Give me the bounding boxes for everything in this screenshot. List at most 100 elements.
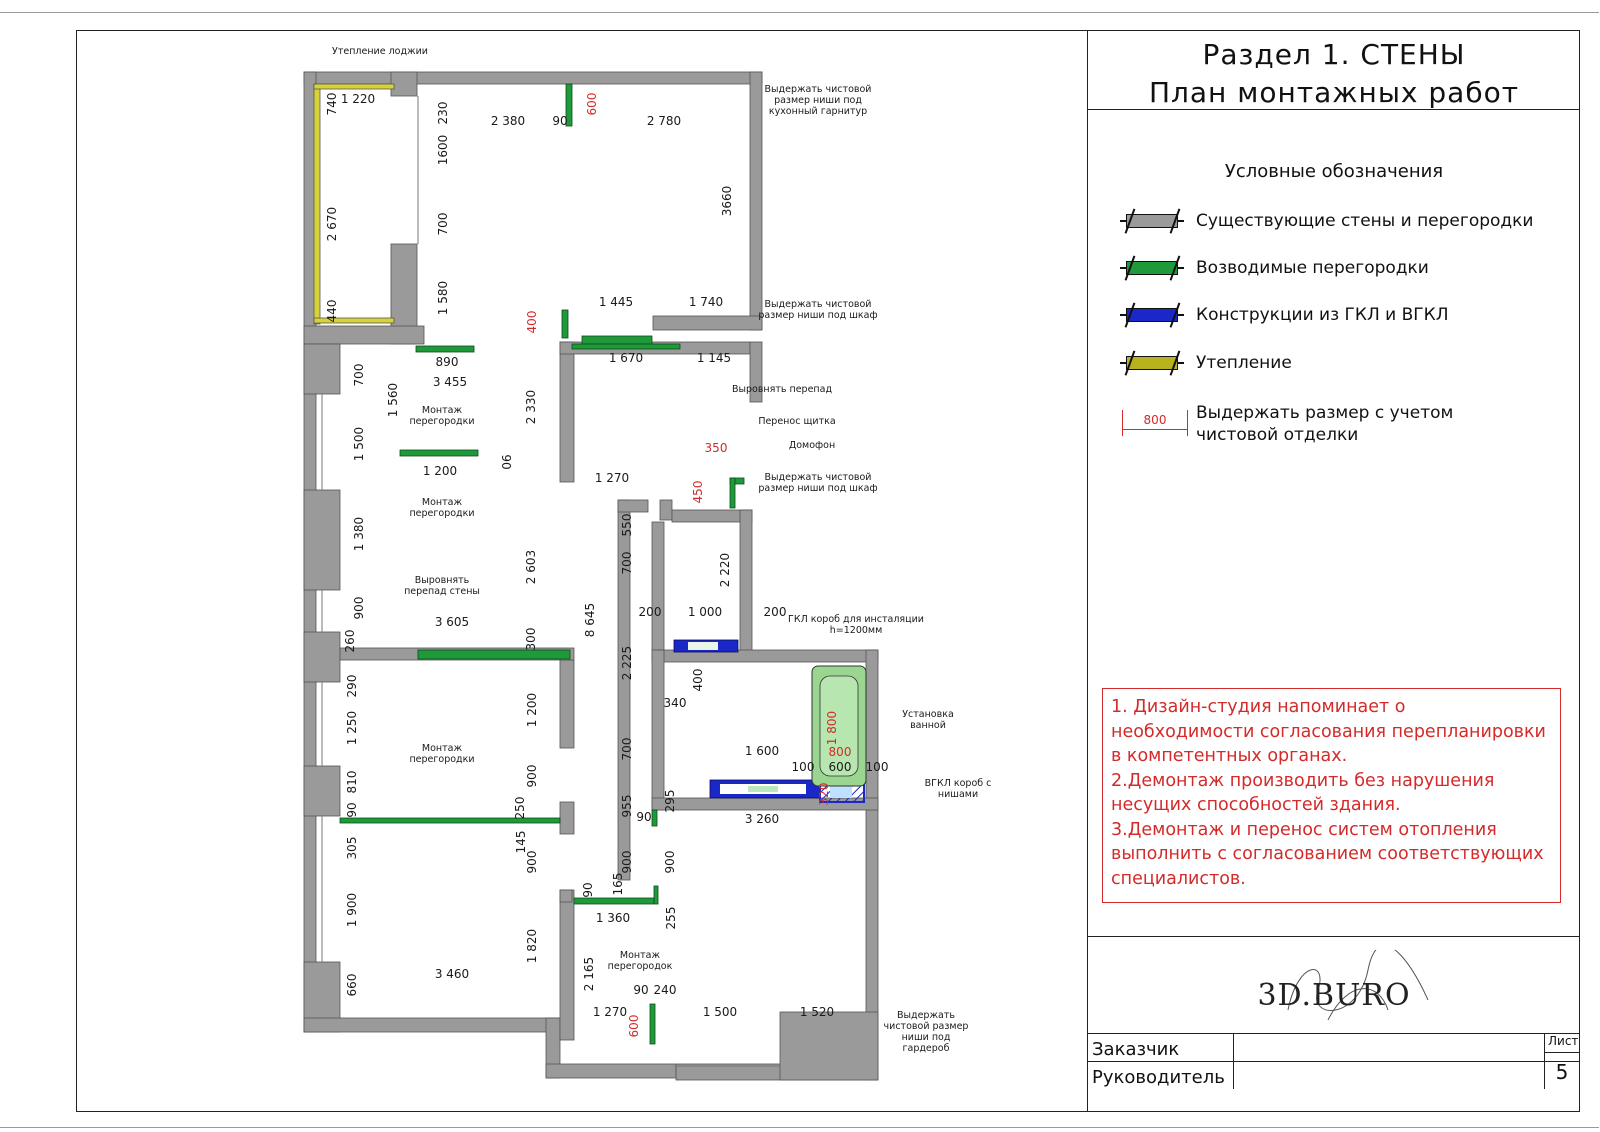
dimension-label: 3 260 bbox=[745, 812, 779, 826]
sheet-title-line1: Раздел 1. СТЕНЫ bbox=[1202, 38, 1466, 71]
dimension-label: 600 bbox=[829, 760, 852, 774]
dimension-label: 100 bbox=[866, 760, 889, 774]
dimension-label: 1 900 bbox=[345, 893, 359, 927]
callout-note: Выровнять перепад bbox=[732, 384, 833, 395]
dimension-label: 3 460 bbox=[435, 967, 469, 981]
dimension-label: 1 600 bbox=[745, 744, 779, 758]
legend-item-existing-walls: Существующие стены и перегородки bbox=[1120, 206, 1534, 236]
dimension-label: 165 bbox=[611, 873, 625, 896]
dimension-label: 2 380 bbox=[491, 114, 525, 128]
dimension-label: 3 455 bbox=[433, 375, 467, 389]
insulation bbox=[313, 83, 395, 325]
dimension-label: 1 800 bbox=[825, 711, 839, 745]
red-dimension-value: 800 bbox=[1143, 413, 1167, 427]
dimension-label: 295 bbox=[663, 790, 677, 813]
dimension-label: 1 200 bbox=[525, 693, 539, 727]
stamp-row-manager: Руководитель bbox=[1088, 1061, 1580, 1089]
sheet-divider bbox=[1544, 1052, 1580, 1053]
dimension-label: 90 bbox=[636, 810, 651, 824]
dimension-label: 200 bbox=[639, 605, 662, 619]
legend-label: Конструкции из ГКЛ и ВГКЛ bbox=[1196, 305, 1449, 325]
note-3: 3.Демонтаж и перенос систем отопления вы… bbox=[1111, 819, 1544, 889]
legend-label: Утепление bbox=[1196, 353, 1292, 373]
customer-label: Заказчик bbox=[1092, 1039, 1180, 1060]
dimension-label: 2 670 bbox=[325, 207, 339, 241]
dimension-label: 450 bbox=[691, 481, 705, 504]
stamp-divider bbox=[1544, 1033, 1545, 1089]
dimension-label: 1 360 bbox=[596, 911, 630, 925]
legend-label: Возводимые перегородки bbox=[1196, 258, 1429, 278]
dimension-label: 1 520 bbox=[800, 1005, 834, 1019]
studio-logo: 3D.BURO bbox=[1257, 978, 1411, 1013]
dimension-label: 900 bbox=[525, 765, 539, 788]
dimension-label: 1 250 bbox=[345, 711, 359, 745]
insulation-swatch bbox=[1120, 348, 1184, 378]
dimension-label: 1 380 bbox=[352, 517, 366, 551]
dimension-label: 1600 bbox=[436, 135, 450, 166]
dimension-label: 90 bbox=[345, 802, 359, 817]
dimension-label: 255 bbox=[664, 907, 678, 930]
dimension-label: 1 670 bbox=[609, 351, 643, 365]
dimension-label: 100 bbox=[792, 760, 815, 774]
note-2: 2.Демонтаж производить без нарушения нес… bbox=[1111, 770, 1495, 816]
dimension-label: 1 500 bbox=[703, 1005, 737, 1019]
dimension-label: 300 bbox=[524, 628, 538, 651]
stamp-row-customer: Заказчик bbox=[1088, 1033, 1580, 1061]
callout-note: Утепление лоджии bbox=[332, 46, 428, 57]
dimension-label: 2 220 bbox=[718, 553, 732, 587]
stamp-divider bbox=[1233, 1033, 1234, 1089]
legend-heading: Условные обозначения bbox=[1224, 161, 1444, 182]
new-partitions-swatch bbox=[1120, 253, 1184, 283]
notes-box: 1. Дизайн-студия напоминает о необходимо… bbox=[1102, 688, 1561, 903]
sheet-frame bbox=[0, 12, 1599, 1128]
callout-note: Перенос щитка bbox=[758, 416, 835, 427]
dimension-label: 700 bbox=[620, 738, 634, 761]
dimension-label: 900 bbox=[352, 597, 366, 620]
sheet-number: 5 bbox=[1555, 1060, 1569, 1084]
dimension-label: 740 bbox=[325, 93, 339, 116]
dimension-label: 250 bbox=[513, 797, 527, 820]
sheet-title: Раздел 1. СТЕНЫ План монтажных работ bbox=[1088, 36, 1580, 112]
title-divider bbox=[1088, 109, 1580, 110]
dimension-label: 600 bbox=[627, 1015, 641, 1038]
red-dimension-swatch: 800 bbox=[1120, 408, 1190, 438]
dimension-label: 600 bbox=[585, 93, 599, 116]
dimension-label: 1 740 bbox=[689, 295, 723, 309]
dimension-label: 890 bbox=[436, 355, 459, 369]
signature-scribble bbox=[1287, 950, 1429, 1021]
existing-walls bbox=[303, 71, 879, 1081]
dimension-label: 700 bbox=[620, 552, 634, 575]
dimension-label: 800 bbox=[829, 745, 852, 759]
dimension-label: 305 bbox=[345, 837, 359, 860]
dimension-label: 1 145 bbox=[697, 351, 731, 365]
dimension-label: 1 000 bbox=[688, 605, 722, 619]
dimension-label: 2 330 bbox=[524, 390, 538, 424]
legend-label: Существующие стены и перегородки bbox=[1196, 211, 1534, 231]
dimension-label: 3 605 bbox=[435, 615, 469, 629]
dimension-label: 2 225 bbox=[620, 646, 634, 680]
dimension-label: 440 bbox=[325, 300, 339, 323]
dimension-label: 2 780 bbox=[647, 114, 681, 128]
dimension-label: 1 820 bbox=[525, 929, 539, 963]
dimension-label: 340 bbox=[664, 696, 687, 710]
legend-label: Выдержать размер с учетом чистовой отдел… bbox=[1196, 403, 1454, 445]
dimension-label: 1 445 bbox=[599, 295, 633, 309]
dimension-label: 230 bbox=[436, 102, 450, 125]
dimension-label: 290 bbox=[345, 675, 359, 698]
dimension-label: 1 220 bbox=[341, 92, 375, 106]
dimension-label: 8 645 bbox=[583, 603, 597, 637]
dimension-label: 2 165 bbox=[582, 957, 596, 991]
legend-item-insulation: Утепление bbox=[1120, 348, 1292, 378]
dimension-label: 200 bbox=[764, 605, 787, 619]
legend-item-new-partitions: Возводимые перегородки bbox=[1120, 253, 1429, 283]
title-block: Раздел 1. СТЕНЫ План монтажных работ Усл… bbox=[1087, 30, 1580, 1112]
